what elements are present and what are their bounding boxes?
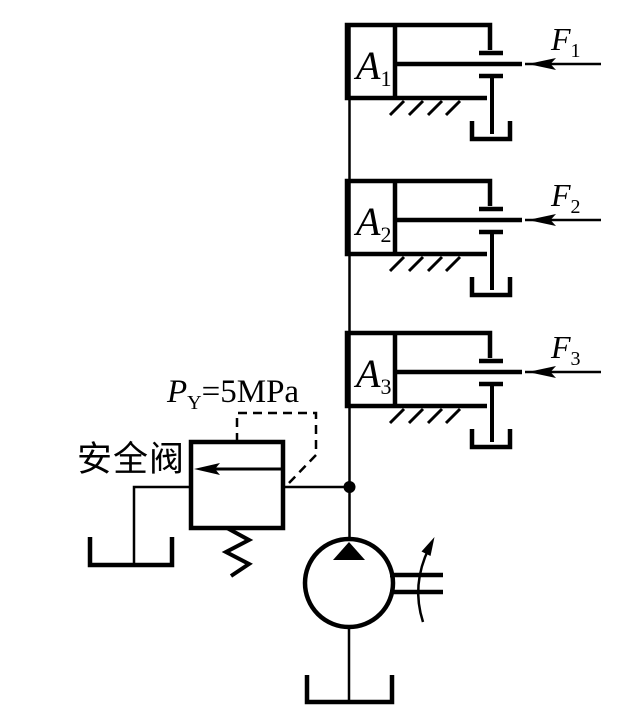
pump-flow-triangle (333, 542, 365, 560)
cylinder-area-label: A1 (353, 43, 391, 91)
safety-valve-label: 安全阀 (77, 440, 185, 479)
variable-pump (302, 536, 443, 705)
safety-valve: 安全阀 PY=5MPa (77, 374, 350, 578)
cylinder-area-label: A2 (353, 199, 391, 247)
variable-displacement-arrow-line (417, 547, 431, 623)
pressure-setting-label: PY=5MPa (166, 374, 299, 414)
junction-dot (343, 481, 356, 493)
pump-tank (304, 675, 395, 705)
force-label: F2 (550, 177, 581, 218)
hydraulic-cylinder-3: A3 F3 (347, 329, 601, 447)
variable-displacement-arrow-head (421, 537, 435, 556)
cylinder-area-label: A3 (353, 351, 391, 399)
force-label: F1 (550, 21, 581, 62)
valve-body (188, 439, 286, 531)
valve-drain-line (132, 485, 191, 563)
valve-flow-arrow-head (194, 463, 220, 475)
valve-drain-tank (87, 537, 175, 568)
hydraulic-cylinder-1: A1 F1 (347, 21, 601, 139)
valve-spring (221, 526, 254, 578)
force-label: F3 (550, 329, 581, 370)
hydraulic-cylinder-2: A2 F2 (347, 177, 601, 295)
pump-shaft-lines (390, 572, 443, 595)
pilot-control-line (235, 411, 318, 484)
